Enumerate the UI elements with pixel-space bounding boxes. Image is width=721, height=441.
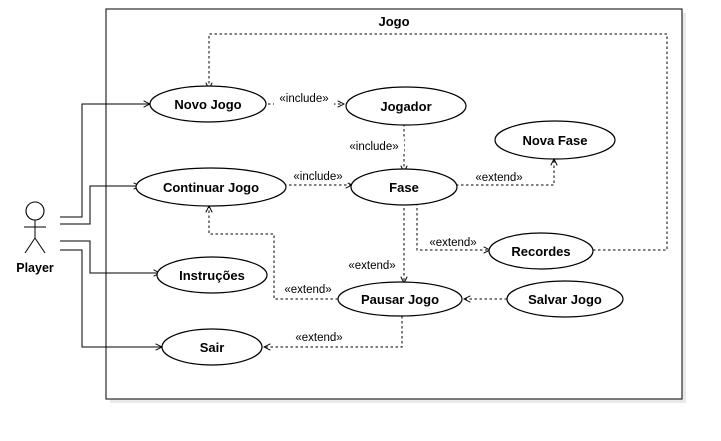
use-case-recordes-label: Recordes bbox=[511, 244, 570, 259]
use-case-instrucoes-label: Instruções bbox=[179, 268, 245, 283]
use-case-instrucoes[interactable]: Instruções bbox=[156, 256, 268, 294]
label-extend-pausar-continuar: «extend» bbox=[279, 282, 337, 296]
label-extend-pausar-sair: «extend» bbox=[290, 330, 348, 344]
use-case-jogador[interactable]: Jogador bbox=[345, 86, 467, 126]
actor-head bbox=[25, 201, 45, 221]
use-case-fase-label: Fase bbox=[389, 180, 419, 195]
use-case-novo-jogo-label: Novo Jogo bbox=[174, 97, 241, 112]
label-extend-text-2: «extend» bbox=[429, 237, 476, 249]
use-case-continuar-jogo-label: Continuar Jogo bbox=[163, 180, 259, 195]
assoc-player-novo-jogo bbox=[60, 104, 150, 218]
use-case-fase-shape bbox=[350, 168, 458, 206]
assoc-player-continuar-jogo bbox=[60, 186, 140, 225]
label-include-text-1: «include» bbox=[279, 93, 328, 105]
use-case-salvar-jogo-label: Salvar Jogo bbox=[528, 292, 602, 307]
use-case-jogador-shape bbox=[345, 86, 467, 126]
label-extend-fase-pausar: «extend» bbox=[343, 258, 401, 272]
label-include-text-2: «include» bbox=[349, 141, 398, 153]
use-case-nova-fase-label: Nova Fase bbox=[522, 133, 587, 148]
use-case-novo-jogo[interactable]: Novo Jogo bbox=[149, 85, 267, 123]
extend-recordes-novo-jogo bbox=[209, 33, 668, 251]
actor-left-leg bbox=[24, 237, 36, 254]
assoc-player-instrucoes bbox=[60, 240, 160, 273]
use-case-pausar-jogo-label: Pausar Jogo bbox=[361, 292, 439, 307]
use-case-sair-shape bbox=[161, 328, 263, 366]
assoc-player-sair bbox=[60, 249, 162, 347]
label-include-text-3: «include» bbox=[293, 171, 342, 183]
use-case-recordes-shape bbox=[488, 232, 594, 270]
actor-name: Player bbox=[16, 261, 54, 275]
use-case-nova-fase-shape bbox=[494, 120, 616, 160]
extend-fase-nova-fase bbox=[456, 159, 554, 186]
label-include-continuar-fase: «include» bbox=[288, 169, 348, 183]
use-case-novo-jogo-shape bbox=[149, 85, 267, 123]
use-case-sair[interactable]: Sair bbox=[161, 328, 263, 366]
use-case-salvar-jogo[interactable]: Salvar Jogo bbox=[506, 280, 624, 318]
use-case-nova-fase[interactable]: Nova Fase bbox=[494, 120, 616, 160]
actor-player[interactable]: Player bbox=[16, 201, 54, 275]
use-case-pausar-jogo[interactable]: Pausar Jogo bbox=[337, 281, 463, 317]
use-case-continuar-jogo[interactable]: Continuar Jogo bbox=[135, 167, 287, 207]
use-case-recordes[interactable]: Recordes bbox=[488, 232, 594, 270]
label-extend-text-3: «extend» bbox=[348, 260, 395, 272]
label-extend-text-4: «extend» bbox=[284, 284, 331, 296]
use-case-instrucoes-shape bbox=[156, 256, 268, 294]
use-case-sair-label: Sair bbox=[200, 340, 225, 355]
label-extend-text-1: «extend» bbox=[475, 172, 522, 184]
label-extend-fase-recordes: «extend» bbox=[424, 235, 482, 249]
use-case-pausar-jogo-shape bbox=[337, 281, 463, 317]
label-include-novo-jogador: «include» bbox=[274, 91, 334, 105]
label-include-jogador-fase: «include» bbox=[344, 139, 404, 153]
actor-right-leg bbox=[34, 237, 46, 254]
use-case-salvar-jogo-shape bbox=[506, 280, 624, 318]
system-title: Jogo bbox=[378, 14, 409, 29]
use-case-continuar-jogo-shape bbox=[135, 167, 287, 207]
label-extend-text-5: «extend» bbox=[295, 332, 342, 344]
extend-pausar-sair bbox=[264, 316, 403, 347]
label-extend-fase-nova: «extend» bbox=[470, 170, 528, 184]
use-case-fase[interactable]: Fase bbox=[350, 168, 458, 206]
use-case-jogador-label: Jogador bbox=[380, 99, 431, 114]
extend-fase-recordes bbox=[416, 203, 490, 250]
